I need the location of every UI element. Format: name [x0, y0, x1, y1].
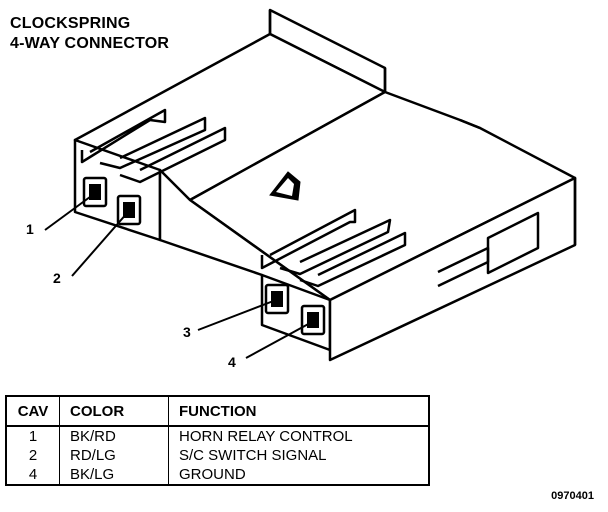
cell-cav: 2 [6, 446, 60, 465]
diagram-title: CLOCKSPRING 4-WAY CONNECTOR [10, 14, 169, 54]
header-function: FUNCTION [168, 396, 429, 427]
leader-line-4 [245, 321, 313, 359]
title-line-2: 4-WAY CONNECTOR [10, 35, 170, 52]
leader-line-3 [197, 299, 277, 331]
right-latch-arm-2 [279, 218, 392, 276]
cell-function: S/C SWITCH SIGNAL [179, 447, 327, 464]
table-row: 1 BK/RD HORN RELAY CONTROL [6, 426, 429, 446]
cell-cav: 1 [6, 426, 60, 446]
left-latch-arm-3 [119, 126, 227, 184]
table-header-row: CAV COLOR FUNCTION [6, 396, 429, 427]
table-row: 2 RD/LG S/C SWITCH SIGNAL [6, 446, 429, 465]
figure-code: 0970401 [551, 490, 594, 502]
title-line-1: CLOCKSPRING [10, 15, 131, 32]
right-latch-arm-3 [299, 231, 407, 288]
cell-cav: 4 [6, 465, 60, 485]
cell-function: HORN RELAY CONTROL [179, 428, 353, 445]
header-color: COLOR [59, 396, 169, 427]
side-latch-tab [437, 246, 490, 288]
right-latch-arm-1 [260, 208, 357, 270]
pin-label-1: 1 [26, 221, 34, 237]
cell-color: BK/RD [59, 426, 169, 446]
cell-color: BK/LG [59, 465, 169, 485]
cell-function: GROUND [179, 466, 246, 483]
pin-label-3: 3 [183, 324, 191, 340]
left-latch-arm-1 [80, 108, 167, 164]
left-latch-arm-2 [99, 116, 207, 170]
pinout-table: CAV COLOR FUNCTION 1 BK/RD HORN RELAY CO… [5, 395, 430, 486]
header-cav: CAV [6, 396, 60, 427]
cell-color: RD/LG [59, 446, 169, 465]
table-row: 4 BK/LG GROUND [6, 465, 429, 485]
pin-label-2: 2 [53, 270, 61, 286]
leader-line-1 [44, 193, 95, 231]
pin-label-4: 4 [228, 354, 236, 370]
leader-line-2 [71, 211, 129, 277]
